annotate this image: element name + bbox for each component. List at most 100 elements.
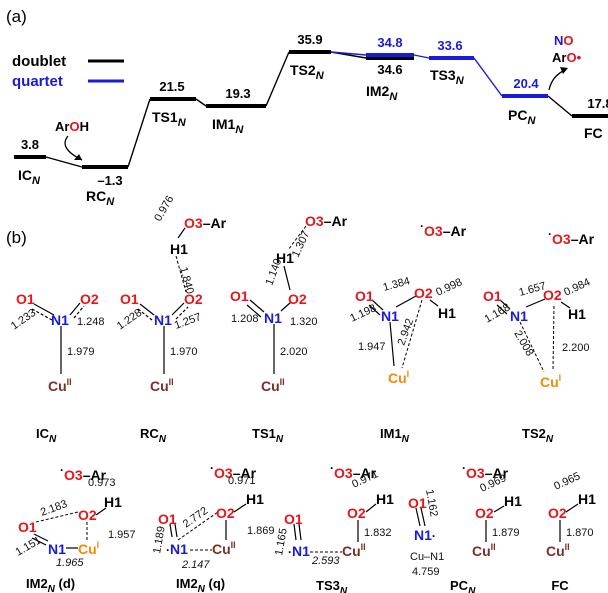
- bond-o2h1-length: 0.984: [562, 276, 592, 299]
- product-aro: ArO•: [552, 50, 582, 65]
- connector-pc-fc: [547, 95, 573, 117]
- bond-n1o2-length: 2.772: [181, 505, 210, 531]
- bond-n1cu-length: 2.020: [280, 346, 308, 358]
- bond-n1-o2: [171, 302, 185, 316]
- aroh-reactant: ArOH: [55, 119, 89, 161]
- bond-n1-o2: [280, 301, 292, 312]
- atom-cu: CuI: [540, 373, 561, 390]
- atom-n1: N1: [48, 541, 66, 557]
- bond-o2cu-length: 1.832: [364, 527, 392, 539]
- structure-title: ICN: [36, 426, 57, 445]
- bond-o1-n1: [33, 533, 49, 542]
- bond-n1-o2: [69, 302, 81, 316]
- bond-o1-n1-b: [174, 523, 178, 538]
- name-fc: FC: [584, 125, 603, 141]
- bond-h1o2-length: 1.140: [264, 257, 285, 287]
- panel-a-label: (a): [6, 7, 27, 26]
- atom-o3: ·O3–Ar: [462, 461, 509, 481]
- bond-n1-cu: [389, 321, 395, 367]
- panel-b-label: (b): [6, 228, 27, 247]
- name-ic: ICN: [18, 167, 41, 187]
- bond-o2-h1: [493, 505, 505, 513]
- bond-o1n1-length: 1.228: [115, 307, 144, 333]
- bond-o1n1-length: 1.198: [348, 302, 378, 325]
- structure-title: TS2N: [522, 426, 554, 445]
- atom-h1: H1: [504, 493, 522, 509]
- bond-n1-cu-dash: [519, 321, 545, 373]
- product-no: NO: [554, 33, 574, 48]
- bond-o1n1-length: 1.165: [273, 527, 290, 556]
- bond-o1-n1: [169, 523, 173, 538]
- bond-o2-h1: [233, 503, 247, 513]
- bond-o1n1-length: 1.208: [231, 313, 259, 325]
- bond-o1-n1-b: [298, 523, 302, 541]
- pc-note-line2: 4.759: [412, 566, 440, 578]
- bond-h1-o2: [283, 265, 291, 291]
- structure-title: TS3N: [316, 578, 348, 593]
- bond-o1-n1-b: [420, 507, 426, 527]
- bond-o2h1-length: 0.965: [552, 470, 582, 493]
- atom-cu: CuII: [212, 540, 236, 557]
- structure-ts1: O3–Ar H1 O1 O2 N1 CuII 1.307 1.140 1.208…: [230, 213, 348, 445]
- bond-o1-n1-b: [31, 537, 47, 546]
- atom-o3: ·O3–Ar: [420, 219, 467, 239]
- structure-title: PCN: [450, 578, 476, 593]
- bond-h1o2-length: 1.840: [177, 266, 196, 296]
- name-rc: RCN: [86, 188, 115, 208]
- atom-n1: N1: [264, 310, 282, 326]
- atom-o2: O2: [78, 507, 97, 523]
- structure-im2d: ·O3–Ar O1 O2 H1 N1 CuI 0.973 2.183 1.151…: [14, 463, 136, 593]
- bond-o1n1-length: 1.233: [9, 307, 38, 333]
- atom-o1: O1: [230, 288, 249, 304]
- atom-o3: ·O3–Ar: [210, 461, 257, 481]
- bond-o2h1-length: 0.971: [228, 475, 256, 487]
- name-im2: IM2N: [366, 83, 398, 103]
- name-im1: IM1N: [212, 116, 244, 136]
- bond-o1-n1: [249, 299, 265, 313]
- value-im1: 19.3: [225, 86, 250, 101]
- value-pc: 20.4: [513, 76, 539, 91]
- bond-n1-o2-dash: [177, 511, 219, 541]
- atom-o1: O1: [16, 291, 35, 307]
- atom-h1: H1: [438, 305, 456, 321]
- atom-cu: CuII: [48, 377, 72, 394]
- bond-o1-n1: [293, 523, 297, 541]
- bond-o1-n1-dash: [31, 308, 53, 321]
- aroh-arrowhead: [74, 154, 82, 160]
- value-im2d: 34.6: [377, 62, 402, 77]
- structure-im1: ·O3–Ar O1 O2 H1 N1 CuI 1.384 0.998 1.198…: [348, 219, 466, 445]
- atom-o1: O1: [284, 511, 303, 527]
- connector-ts3-pc: [473, 57, 503, 97]
- bond-n1cu-length: 1.965: [56, 557, 84, 569]
- bond-n1o2-length: 2.183: [39, 498, 69, 519]
- name-ts3: TS3N: [430, 67, 465, 87]
- atom-h1: H1: [376, 491, 394, 507]
- atom-cu: CuII: [261, 377, 285, 394]
- atom-cu: CuII: [546, 542, 570, 559]
- connector-ic-rc: [45, 156, 83, 168]
- bond-n1-o2: [395, 295, 417, 308]
- bond-o1-n1-b: [368, 304, 381, 316]
- atom-o1: O1: [355, 288, 374, 304]
- name-ts1: TS1N: [152, 109, 187, 129]
- bond-o2cu-length: 1.957: [108, 529, 136, 541]
- connector-im1-ts2: [265, 51, 290, 107]
- value-fc: 17.8: [587, 96, 608, 111]
- bond-o2cu-length: 1.870: [566, 527, 594, 539]
- bond-n1o2-length: 1.320: [290, 316, 318, 328]
- bond-o1n1-length: 1.189: [151, 525, 168, 554]
- bond-o3-h1-dash: [287, 225, 307, 251]
- atom-o3: ·O3–Ar: [330, 461, 377, 481]
- bond-o1n1-length: 1.162: [423, 488, 440, 517]
- atom-cu: CuII: [342, 542, 366, 559]
- atom-cu: CuII: [150, 377, 174, 394]
- bond-n1o2-length: 1.384: [382, 275, 412, 294]
- atom-n1: N1·: [414, 527, 436, 543]
- structure-im2q: ·O3–Ar O1 O2 H1 ·N1 CuII 0.971 2.772 1.1…: [151, 461, 274, 593]
- bond-o2cu-length: 2.200: [562, 342, 590, 354]
- name-pc: PCN: [508, 107, 536, 127]
- atom-o1: O1: [158, 511, 177, 527]
- connector-im2q-ts3: [413, 54, 430, 59]
